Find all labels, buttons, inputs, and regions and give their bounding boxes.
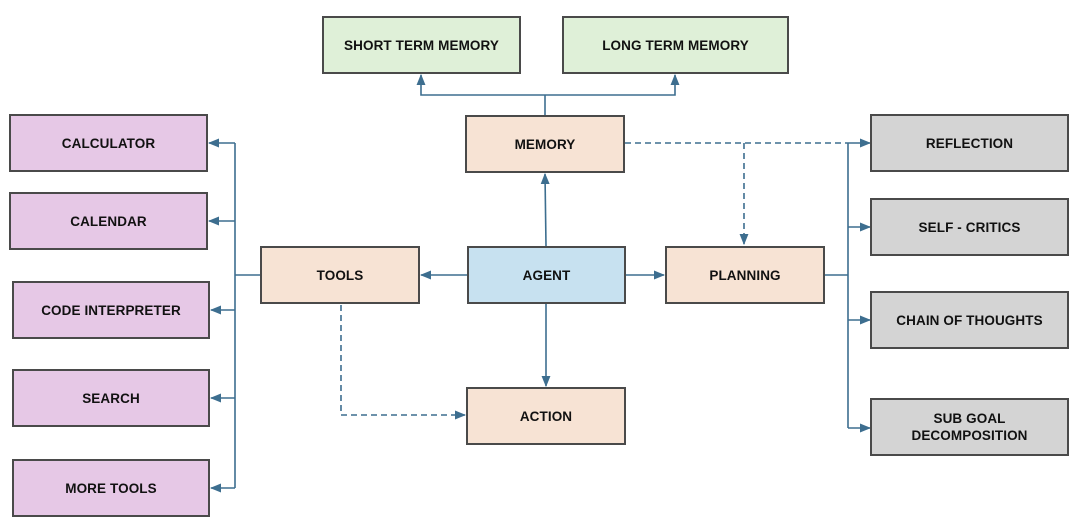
sub-goal-label-line2: DECOMPOSITION xyxy=(911,428,1028,443)
search-label: SEARCH xyxy=(82,390,140,406)
calendar-node: CALENDAR xyxy=(9,192,208,250)
self-critics-label: SELF - CRITICS xyxy=(918,219,1021,235)
dashed-tools-to-action xyxy=(340,305,467,420)
sub-goal-label-line1: SUB GOAL xyxy=(933,411,1006,426)
tools-label: TOOLS xyxy=(316,267,364,283)
calculator-label: CALCULATOR xyxy=(61,135,156,151)
search-node: SEARCH xyxy=(12,369,210,427)
connector-planning-bus xyxy=(825,143,849,428)
planning-label: PLANNING xyxy=(709,267,781,283)
connector-to-long-term-memory xyxy=(545,73,680,96)
connector-to-short-term-memory xyxy=(416,73,545,96)
reflection-label: REFLECTION xyxy=(925,135,1014,151)
chain-of-thoughts-label: CHAIN OF THOUGHTS xyxy=(896,312,1043,328)
self-critics-node: SELF - CRITICS xyxy=(870,198,1069,256)
chain-of-thoughts-node: CHAIN OF THOUGHTS xyxy=(870,291,1069,349)
more-tools-label: MORE TOOLS xyxy=(65,480,157,496)
action-label: ACTION xyxy=(519,408,573,424)
tools-node: TOOLS xyxy=(260,246,420,304)
connector-tools-bus xyxy=(234,143,260,488)
long-term-memory-node: LONG TERM MEMORY xyxy=(562,16,789,74)
code-interpreter-node: CODE INTERPRETER xyxy=(12,281,210,339)
calculator-node: CALCULATOR xyxy=(9,114,208,172)
planning-node: PLANNING xyxy=(665,246,825,304)
connector-agent-to-memory xyxy=(540,172,550,247)
more-tools-node: MORE TOOLS xyxy=(12,459,210,517)
short-term-memory-label: SHORT TERM MEMORY xyxy=(344,37,499,53)
sub-goal-decomposition-node: SUB GOAL DECOMPOSITION xyxy=(870,398,1069,456)
short-term-memory-node: SHORT TERM MEMORY xyxy=(322,16,521,74)
agent-label: AGENT xyxy=(522,267,571,283)
action-node: ACTION xyxy=(466,387,626,445)
memory-label: MEMORY xyxy=(514,136,576,152)
memory-node: MEMORY xyxy=(465,115,625,173)
reflection-node: REFLECTION xyxy=(870,114,1069,172)
agent-node: AGENT xyxy=(467,246,626,304)
code-interpreter-label: CODE INTERPRETER xyxy=(41,302,181,318)
long-term-memory-label: LONG TERM MEMORY xyxy=(602,37,749,53)
calendar-label: CALENDAR xyxy=(70,213,147,229)
